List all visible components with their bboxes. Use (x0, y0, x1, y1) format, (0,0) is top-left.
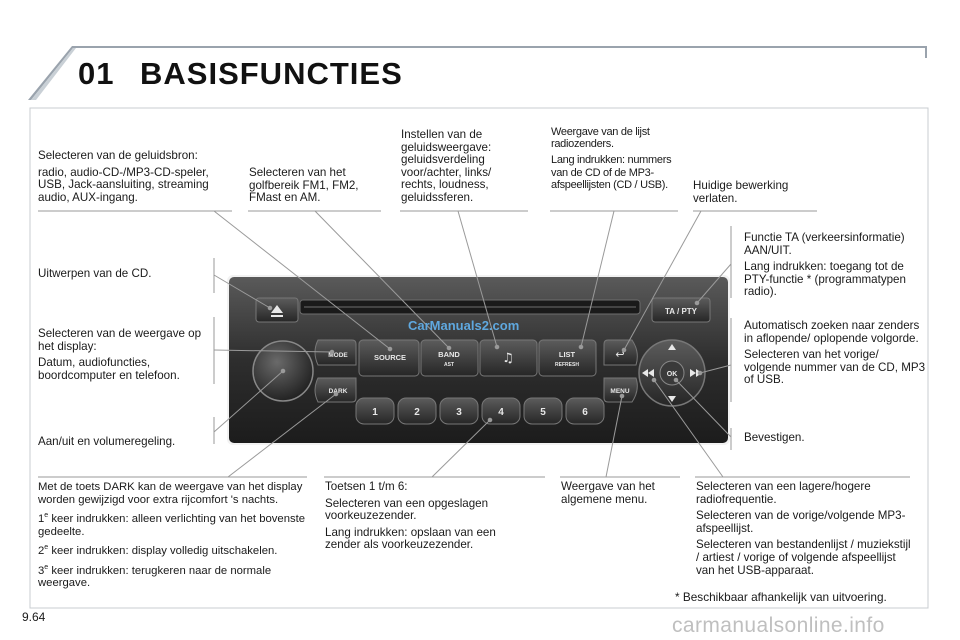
page-number: 9.64 (22, 610, 46, 624)
back-button[interactable]: ↩ (603, 339, 638, 366)
source-label: SOURCE (374, 353, 406, 362)
callout-dark: Met de toets DARK kan de weergave van he… (38, 481, 306, 593)
preset-label: 1 (372, 407, 378, 418)
callout-ta-line2: Lang indrukken: toegang tot de PTY-funct… (744, 260, 906, 299)
header-frame (28, 46, 927, 100)
callout-menu-text: Weergave van het algemene menu. (561, 480, 655, 506)
callout-band: Selecteren van het golfbereik FM1, FM2, … (249, 166, 381, 209)
callout-freq-line3: Selecteren van bestandenlijst / muziekst… (696, 538, 911, 577)
preset-label: 4 (498, 407, 504, 418)
callout-audio-text: Instellen van de geluidsweergave: geluid… (401, 128, 492, 204)
callout-source-body: radio, audio-CD-/MP3-CD-speler, USB, Jac… (38, 165, 209, 204)
preset-label: 6 (582, 407, 588, 418)
preset-button-1[interactable]: 1 (355, 397, 395, 425)
callout-band-text: Selecteren van het golfbereik FM1, FM2, … (249, 166, 359, 205)
callout-mode-line1: Selecteren van de weergave op het displa… (38, 327, 202, 353)
callout-menu: Weergave van het algemene menu. (561, 480, 679, 510)
callout-ok-text: Bevestigen. (744, 431, 805, 444)
radio-watermark: CarManuals2.com (408, 318, 520, 333)
dark-button[interactable]: DARK (314, 377, 357, 403)
down-arrow-icon (668, 396, 676, 402)
callout-power-text: Aan/uit en volumeregeling. (38, 435, 176, 448)
callout-seek: Automatisch zoeken naar zenders in aflop… (744, 319, 926, 391)
back-arrow-icon: ↩ (615, 348, 624, 361)
callout-dark-item1: 1e keer indrukken: alleen verlichting va… (38, 512, 306, 538)
callout-eject: Uitwerpen van de CD. (38, 267, 208, 285)
callout-audio: Instellen van de geluidsweergave: geluid… (401, 128, 521, 209)
list-button[interactable]: LIST REFRESH (538, 339, 597, 377)
chapter-number: 01 (78, 56, 115, 91)
preset-button-4[interactable]: 4 (481, 397, 521, 425)
callout-dark-item2: 2e keer indrukken: display volledig uits… (38, 544, 278, 557)
ta-pty-label: TA / PTY (665, 307, 698, 316)
callout-ok: Bevestigen. (744, 431, 894, 449)
callout-list-line2: Lang indrukken: nummers van de CD of de … (551, 154, 672, 191)
callout-mode-line2: Datum, audiofuncties, boordcomputer en t… (38, 356, 180, 382)
divider-lines (38, 210, 910, 478)
band-button[interactable]: BAND AST (420, 339, 479, 377)
list-sub-label: REFRESH (555, 362, 579, 368)
preset-label: 5 (540, 407, 546, 418)
eject-button[interactable] (255, 297, 299, 323)
callout-eject-text: Uitwerpen van de CD. (38, 267, 152, 280)
preset-button-5[interactable]: 5 (523, 397, 563, 425)
callout-presets-line1: Selecteren van een opgeslagen voorkeuzez… (325, 496, 489, 523)
preset-button-2[interactable]: 2 (397, 397, 437, 425)
callout-dark-item3: 3e keer indrukken: terugkeren naar de no… (38, 563, 272, 589)
preset-button-6[interactable]: 6 (565, 397, 605, 425)
callout-back: Huidige bewerking verlaten. (693, 179, 813, 209)
eject-icon (271, 305, 283, 313)
callout-mode: Selecteren van de weergave op het displa… (38, 327, 210, 386)
source-button[interactable]: SOURCE (358, 339, 420, 377)
callout-leaders (213, 210, 732, 478)
callout-source: Selecteren van de geluidsbron: radio, au… (38, 149, 233, 208)
audio-settings-button[interactable]: ♫ (479, 339, 538, 377)
list-label: LIST (559, 350, 576, 359)
site-watermark: carmanualsonline.info (672, 614, 885, 637)
callout-list-line1: Weergave van de lijst radiozenders. (551, 126, 650, 151)
ta-pty-button[interactable]: TA / PTY (651, 297, 711, 323)
page-title: BASISFUNCTIES (140, 56, 403, 91)
callout-ta-line1: Functie TA (verkeersinformatie) AAN/UIT. (744, 231, 905, 257)
footnote: * Beschikbaar afhankelijk van uitvoering… (675, 590, 887, 604)
dark-label: DARK (329, 388, 348, 395)
preset-row: 1 2 3 4 5 6 (355, 397, 605, 425)
callout-back-text: Huidige bewerking verlaten. (693, 179, 789, 205)
callout-list: Weergave van de lijst radiozenders. Lang… (551, 126, 681, 191)
content-frame (29, 107, 929, 609)
preset-label: 3 (456, 407, 462, 418)
callout-presets-line2: Lang indrukken: opslaan van een zender a… (325, 525, 496, 552)
callout-dark-intro: Met de toets DARK kan de weergave van he… (38, 481, 303, 506)
fast-forward-icon (690, 369, 696, 377)
callout-ta: Functie TA (verkeersinformatie) AAN/UIT.… (744, 231, 924, 303)
callout-presets: Toetsen 1 t/m 6: Selecteren van een opge… (325, 480, 530, 556)
callout-seek-line2: Selecteren van het vorige/ volgende numm… (744, 348, 926, 387)
band-label: BAND (438, 350, 460, 359)
callout-freq: Selecteren van een lagere/hogere radiofr… (696, 480, 916, 581)
callout-source-title: Selecteren van de geluidsbron: (38, 149, 198, 162)
band-sub-label: AST (444, 362, 454, 368)
preset-label: 2 (414, 407, 420, 418)
mode-label: MODE (328, 352, 348, 359)
menu-button[interactable]: MENU (603, 377, 638, 403)
nav-pad[interactable]: OK (638, 339, 706, 407)
radio-unit: TA / PTY MODE DARK SOURCE BAND AST ♫ (227, 275, 730, 445)
mode-button[interactable]: MODE (314, 339, 357, 366)
up-arrow-icon (668, 344, 676, 350)
callout-seek-line1: Automatisch zoeken naar zenders in aflop… (744, 319, 920, 345)
callout-freq-line2: Selecteren van de vorige/volgende MP3-af… (696, 509, 906, 535)
ok-label: OK (667, 371, 678, 378)
music-note-icon: ♫ (502, 351, 514, 366)
callout-power: Aan/uit en volumeregeling. (38, 435, 210, 453)
callout-presets-title: Toetsen 1 t/m 6: (325, 480, 408, 493)
menu-label: MENU (610, 388, 629, 395)
preset-button-3[interactable]: 3 (439, 397, 479, 425)
rewind-icon (648, 369, 654, 377)
callout-freq-line1: Selecteren van een lagere/hogere radiofr… (696, 480, 871, 506)
